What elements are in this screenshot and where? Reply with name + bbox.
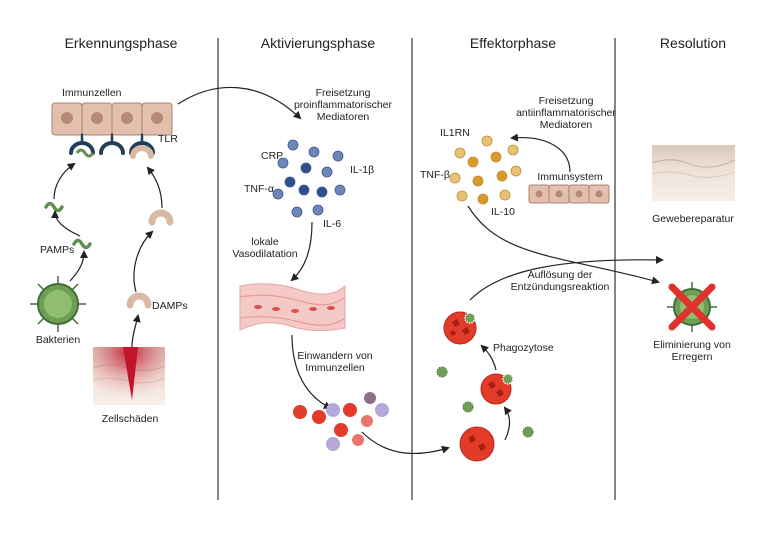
bound-pamp <box>75 148 95 158</box>
eliminated-pathogen-icon <box>667 282 717 332</box>
arrow-damp-to-damp <box>133 230 154 293</box>
phagocytosis-label: Phagozytose <box>493 342 554 354</box>
il1rn-label: IL1RN <box>440 127 470 139</box>
arrow-vessel-to-migration <box>291 334 332 409</box>
phagocyte-top <box>443 311 477 345</box>
arrow-damp-to-tlr <box>146 166 163 209</box>
release-pro-line-1: Freisetzung <box>316 87 371 99</box>
proinflammatory-mediators <box>272 139 346 218</box>
arrow-phagocytosis-up <box>480 344 497 371</box>
arrow-mediators-to-vessel <box>290 221 313 282</box>
arrow-phagocyte-up <box>503 406 512 441</box>
tissue-repair-skin <box>651 145 736 201</box>
il-6-label: IL-6 <box>323 218 341 230</box>
bacteria-icon <box>30 276 86 332</box>
free-pathogens <box>436 366 534 438</box>
release-anti-line-1: Freisetzung <box>539 95 594 107</box>
pamp-particle-upper <box>44 201 64 213</box>
phagocyte-middle <box>480 373 514 405</box>
release-anti-line-2: antiinflammatorischer <box>516 107 616 119</box>
phase-title-effector: Effektorphase <box>470 35 556 51</box>
elimination-line-2: Erregern <box>672 351 713 363</box>
migrating-immune-cells <box>293 392 389 451</box>
immune-system-label: Immunsystem <box>537 171 603 183</box>
arrow-phagocyte-to-repair <box>469 255 664 301</box>
phagocyte-bottom <box>459 426 495 462</box>
arrow-immune-to-mediators <box>510 133 571 173</box>
migration-line-2: Immunzellen <box>305 362 365 374</box>
damp-particle-upper <box>148 209 174 226</box>
arrow-pamp-to-pamp <box>51 210 81 237</box>
elimination-line-1: Eliminierung von <box>653 339 731 351</box>
cell-damage-tissue <box>92 347 166 405</box>
arrow-bacteria-to-pamp <box>69 250 88 282</box>
immune-cell-row <box>51 102 173 136</box>
migration-line-1: Einwandern von <box>297 350 372 362</box>
vasodilation-line-2: Vasodilatation <box>232 248 297 260</box>
arrow-pamp-to-tlr <box>53 162 76 200</box>
blood-vessel <box>239 283 346 332</box>
release-pro-line-3: Mediatoren <box>317 111 370 123</box>
immune-system-cells <box>528 184 610 204</box>
bacteria-label: Bakterien <box>36 334 81 346</box>
phase-title-recognition: Erkennungsphase <box>65 35 178 51</box>
pamp-particle-lower <box>72 238 92 250</box>
vasodilation-line-1: lokale <box>251 236 279 248</box>
tlr-label: TLR <box>158 133 178 145</box>
tnf-alpha-label: TNF-α <box>244 183 274 195</box>
arrow-tlr-to-mediators <box>177 86 302 120</box>
arrow-damage-to-damp <box>131 314 141 348</box>
pamps-label: PAMPs <box>40 244 74 256</box>
phase-title-activation: Aktivierungsphase <box>261 35 376 51</box>
cell-damage-label: Zellschäden <box>102 413 159 425</box>
arrow-cells-to-phagocyte <box>361 431 450 454</box>
tissue-repair-label: Gewebereparatur <box>652 213 734 225</box>
immune-cells-label: Immunzellen <box>62 87 122 99</box>
release-pro-line-2: proinflammatorischer <box>294 99 393 111</box>
antiinflammatory-mediators <box>449 135 522 205</box>
dissolution-line-1: Auflösung der <box>528 269 593 281</box>
bound-damp <box>130 145 154 159</box>
il-10-label: IL-10 <box>491 206 515 218</box>
tnf-beta-label: TNF-β <box>420 169 450 181</box>
damps-label: DAMPs <box>152 300 188 312</box>
il-1b-label: IL-1β <box>350 164 374 176</box>
tlr-receptors <box>69 133 155 155</box>
damp-particle-lower <box>126 292 152 309</box>
dissolution-line-2: Entzündungsreaktion <box>511 281 610 293</box>
phase-title-resolution: Resolution <box>660 35 726 51</box>
release-anti-line-3: Mediatoren <box>540 119 593 131</box>
arrow-mediators-to-elimination <box>467 205 660 285</box>
crp-label: CRP <box>261 150 283 162</box>
